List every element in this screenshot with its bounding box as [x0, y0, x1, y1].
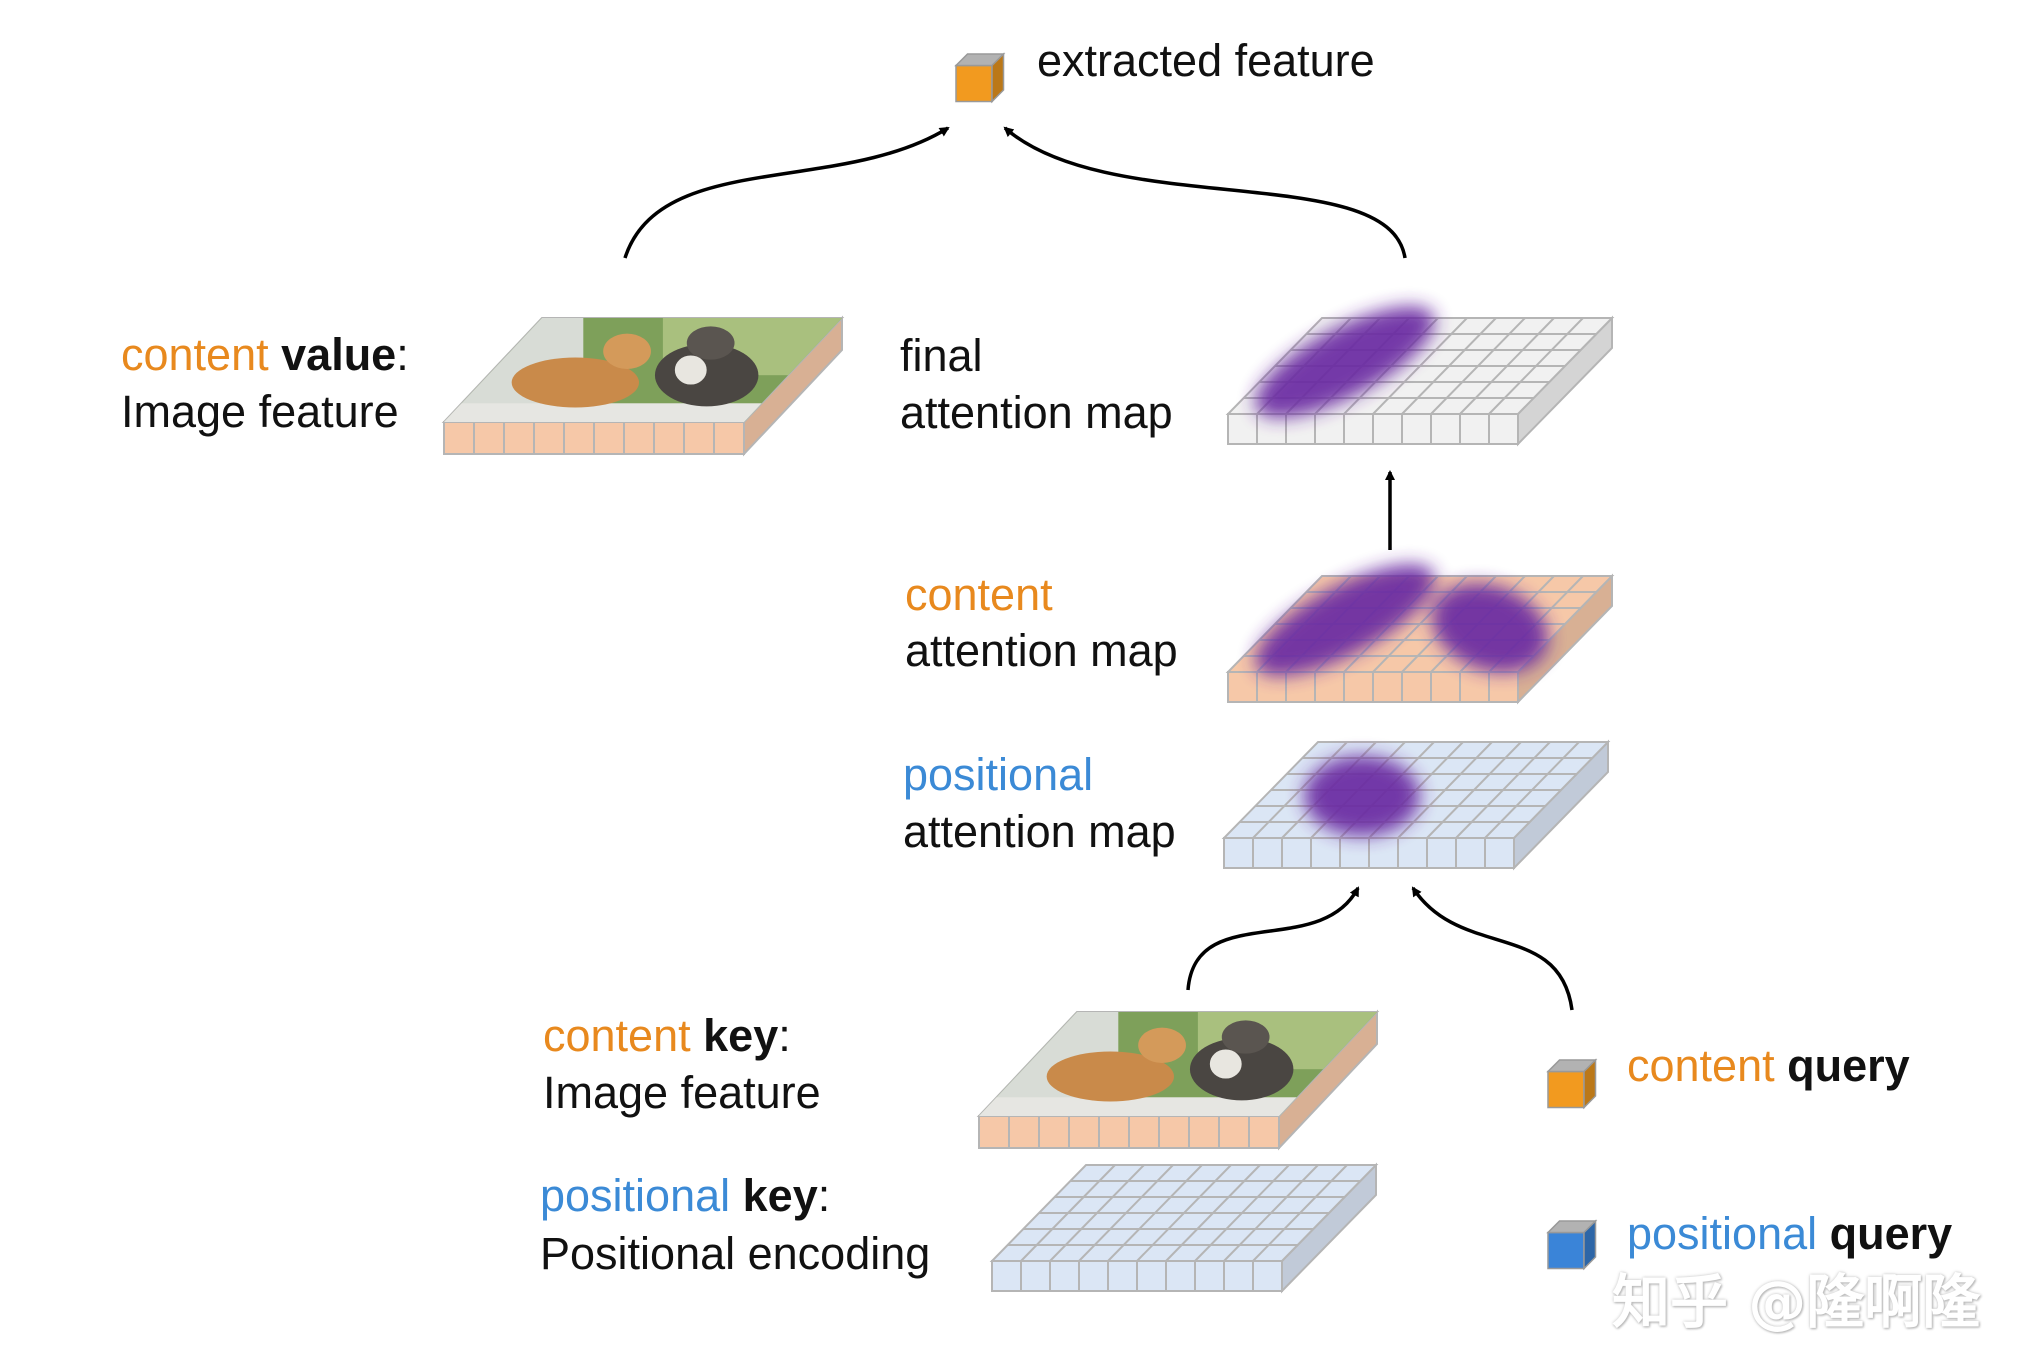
value-word: value: [281, 329, 397, 380]
final-map-line2: attention map: [900, 387, 1173, 438]
arrow-key-to-attention: [1186, 886, 1360, 991]
value-desc: Image feature: [121, 386, 399, 437]
positional-query-cube-icon: [1546, 1219, 1598, 1271]
poskey-prefix: positional: [540, 1170, 731, 1221]
content-query-label: content query: [1627, 1037, 1910, 1095]
key-colon: :: [778, 1010, 791, 1061]
content-map-line1: content: [905, 569, 1053, 620]
positional-attention-blob: [1304, 756, 1420, 836]
positional-query-label: positional query: [1627, 1205, 1952, 1263]
content-attention-blob: [1255, 564, 1549, 676]
positional-key-slab: [989, 1162, 1379, 1294]
content-key-slab: [976, 1009, 1380, 1151]
content-value-label: content value:: [121, 326, 409, 384]
content-value-slab: [441, 315, 845, 457]
cquery-word: query: [1787, 1040, 1910, 1091]
cquery-prefix: content: [1627, 1040, 1775, 1091]
key-word: key: [703, 1010, 779, 1061]
poskey-word: key: [742, 1170, 818, 1221]
final-map-line1: final: [900, 330, 983, 381]
extracted-feature-cube-icon: [954, 52, 1006, 104]
content-key-label: content key:: [543, 1007, 791, 1065]
arrow-query-to-attention: [1411, 886, 1574, 1011]
key-desc: Image feature: [543, 1067, 821, 1118]
watermark: 知乎 @隆啊隆: [1612, 1268, 1981, 1336]
key-prefix: content: [543, 1010, 691, 1061]
pos-map-line2: attention map: [903, 806, 1176, 857]
content-query-cube-icon: [1546, 1058, 1598, 1110]
poskey-desc: Positional encoding: [540, 1228, 931, 1279]
extracted-feature-label: extracted feature: [1037, 35, 1375, 86]
final-attention-blob: [1255, 306, 1435, 418]
value-prefix: content: [121, 329, 269, 380]
pquery-word: query: [1829, 1208, 1953, 1259]
value-colon: :: [396, 329, 409, 380]
arrow-value-to-feature: [623, 126, 950, 259]
poskey-colon: :: [817, 1170, 831, 1221]
positional-key-label: positional key:: [540, 1167, 830, 1225]
pos-map-line1: positional: [903, 749, 1094, 800]
pquery-prefix: positional: [1627, 1208, 1818, 1259]
arrow-map-to-feature: [1003, 126, 1407, 259]
content-map-line2: attention map: [905, 625, 1178, 676]
